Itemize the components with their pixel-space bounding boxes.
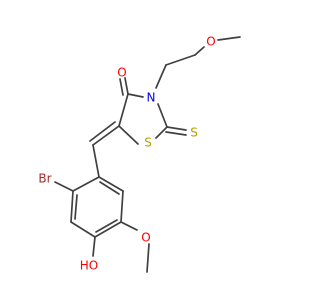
bond-ch2-o-ether xyxy=(194,46,205,56)
bond-s-c5 xyxy=(118,125,139,145)
atom-br: Br xyxy=(38,172,51,186)
bond-c2-s-thione-2 xyxy=(165,131,187,136)
bond-ar-6-1 xyxy=(98,176,124,192)
bond-c2-s-thione-1 xyxy=(166,126,187,131)
bond-c5-c4 xyxy=(118,93,129,127)
bond-ar-inner-3 xyxy=(99,181,120,195)
atom-o-ether: O xyxy=(206,35,215,49)
bond-n-ch2 xyxy=(155,64,167,89)
bond-ome-ch3 xyxy=(146,243,150,273)
bond-ar-inner-2 xyxy=(95,219,118,233)
bond-n-c2 xyxy=(157,103,168,128)
bond-o-ether-ch3 xyxy=(217,36,241,41)
structure-diagram: O N O S S Br HO O xyxy=(38,35,241,273)
bond-ar-1-2 xyxy=(72,176,100,192)
bond-ch-ring xyxy=(92,144,100,178)
bond-ar-4-5 xyxy=(94,221,122,238)
bond-c4-o-2 xyxy=(119,78,124,96)
bond-ch2-ch2 xyxy=(165,54,196,66)
molecule-canvas: O N O S S Br HO O xyxy=(38,35,241,273)
atom-ho: HO xyxy=(80,259,98,273)
bond-ar-5-6 xyxy=(120,190,124,223)
bond-c5-ch-1 xyxy=(92,125,120,146)
bonds xyxy=(54,36,241,273)
atom-n-ring: N xyxy=(147,91,156,105)
bond-ar-oh xyxy=(92,236,96,257)
bond-ar-inner-1 xyxy=(74,194,78,220)
bond-ar-2-3 xyxy=(70,190,74,223)
bond-ar-ome xyxy=(120,221,138,231)
bond-c5-ch-2 xyxy=(89,121,116,142)
atom-s-ring: S xyxy=(144,136,152,150)
atom-o-methoxy: O xyxy=(141,231,150,245)
bond-c4-n xyxy=(127,93,144,98)
atom-labels: O N O S S Br HO O xyxy=(38,35,215,273)
bond-ar-br xyxy=(54,181,74,192)
atom-s-thione: S xyxy=(190,126,198,140)
bond-c2-s xyxy=(155,126,168,139)
bond-c4-o-1 xyxy=(124,77,129,95)
atom-o-carbonyl: O xyxy=(117,66,126,80)
bond-ar-3-4 xyxy=(70,221,96,238)
